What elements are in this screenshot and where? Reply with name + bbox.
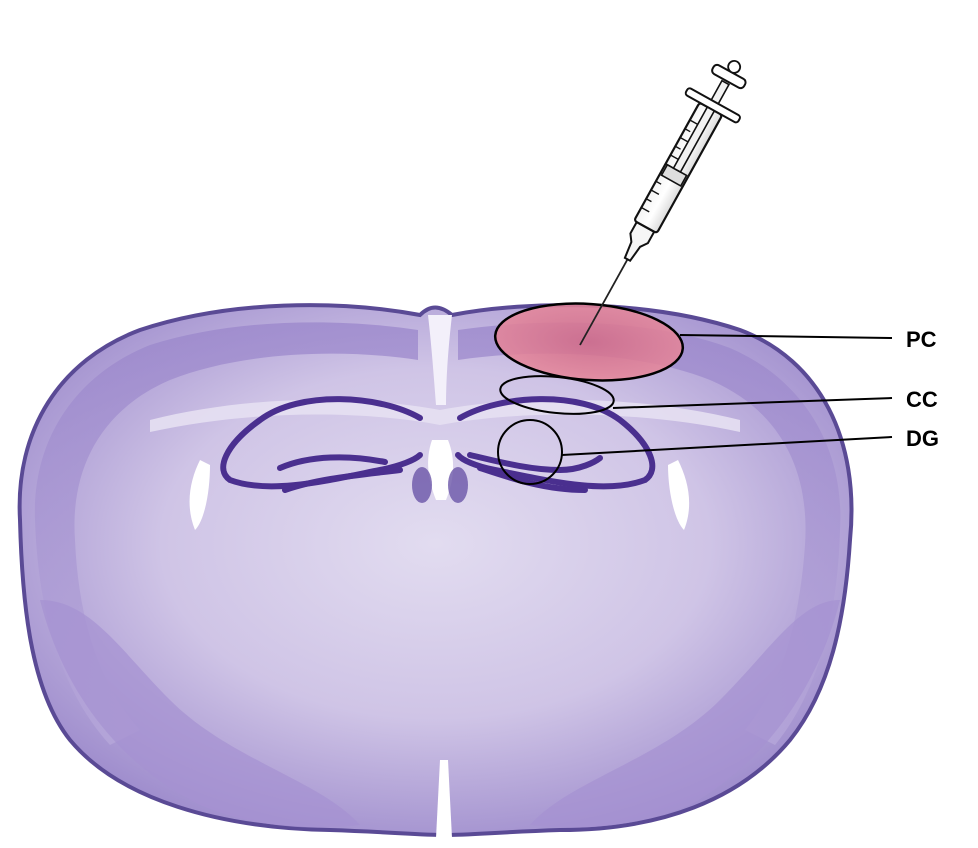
brain-section bbox=[20, 305, 852, 838]
thalamic-nucleus-left bbox=[412, 467, 432, 503]
dg-label: DG bbox=[906, 426, 939, 451]
pc-label: PC bbox=[906, 327, 937, 352]
cc-label: CC bbox=[906, 387, 938, 412]
thalamic-nucleus-right bbox=[448, 467, 468, 503]
